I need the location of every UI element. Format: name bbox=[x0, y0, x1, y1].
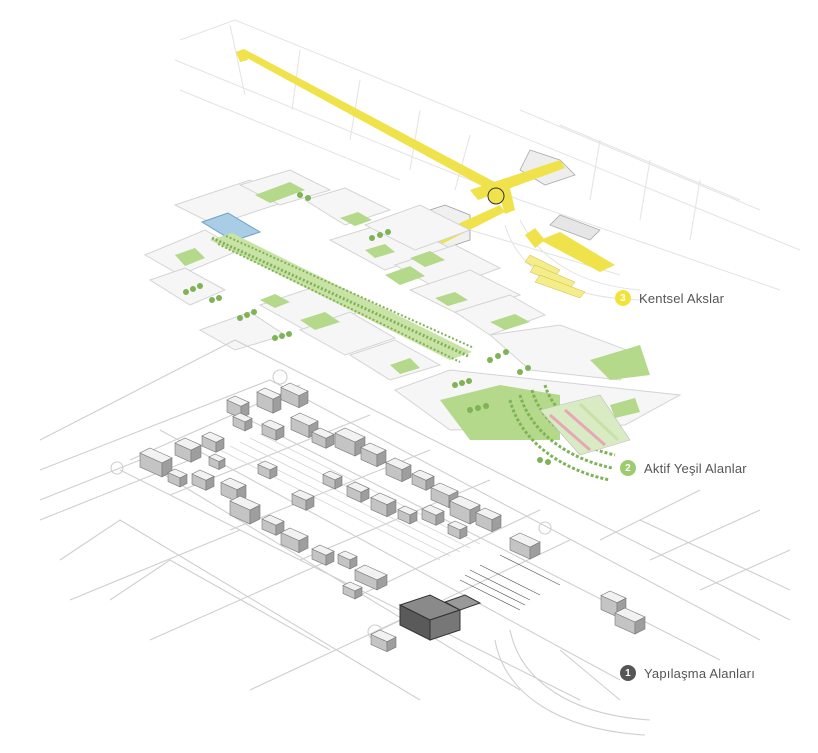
building-block bbox=[600, 590, 627, 604]
building-block bbox=[370, 629, 397, 643]
green-rows bbox=[539, 394, 631, 456]
building-block bbox=[201, 431, 225, 443]
building-block bbox=[449, 495, 481, 511]
building-block bbox=[614, 607, 646, 623]
building-block bbox=[256, 387, 282, 400]
axes-street-grid bbox=[174, 19, 801, 301]
building-block bbox=[370, 492, 397, 506]
legend-label-green-areas: Aktif Yeşil Alanlar bbox=[644, 460, 747, 476]
layer-green-areas bbox=[143, 169, 682, 482]
building-block bbox=[220, 477, 247, 491]
building-block bbox=[174, 437, 202, 451]
legend-urban-axes: 3 Kentsel Akslar bbox=[615, 290, 724, 306]
building-block bbox=[334, 427, 366, 443]
building-block bbox=[139, 447, 173, 464]
building-block bbox=[475, 507, 502, 521]
legend-building-areas: 1 Yapılaşma Alanları bbox=[620, 665, 755, 681]
building-block bbox=[322, 470, 343, 481]
legend-green-areas: 2 Aktif Yeşil Alanlar bbox=[620, 460, 747, 476]
building-block bbox=[232, 412, 253, 423]
water-basin bbox=[200, 212, 262, 242]
building-block bbox=[291, 489, 315, 501]
building-block bbox=[257, 460, 278, 471]
legend-number-3: 3 bbox=[615, 290, 631, 306]
building-block bbox=[290, 412, 319, 426]
building-block bbox=[229, 495, 261, 511]
legend-number-1: 1 bbox=[620, 665, 636, 681]
layer-building-areas bbox=[39, 339, 791, 736]
building-block bbox=[397, 505, 418, 516]
building-block bbox=[226, 395, 250, 407]
building-block bbox=[280, 527, 309, 541]
building-block bbox=[208, 453, 226, 462]
linear-park bbox=[210, 233, 475, 363]
green-patches bbox=[175, 182, 650, 440]
building-block bbox=[385, 457, 412, 471]
axes-parking-strips bbox=[524, 254, 586, 299]
legend-label-building-areas: Yapılaşma Alanları bbox=[644, 665, 756, 681]
trees bbox=[183, 192, 551, 465]
building-block bbox=[430, 482, 459, 496]
building-block bbox=[280, 382, 309, 396]
station-platforms bbox=[459, 554, 561, 611]
legend-label-urban-axes: Kentsel Akslar bbox=[639, 290, 725, 306]
landmark-building bbox=[398, 594, 482, 641]
building-block bbox=[346, 481, 370, 493]
building-blocks bbox=[139, 382, 646, 653]
building-block bbox=[261, 419, 285, 431]
building-block bbox=[337, 550, 358, 561]
green-layer-blocks bbox=[143, 169, 682, 431]
building-block bbox=[191, 469, 215, 481]
building-block bbox=[411, 469, 435, 481]
building-block bbox=[261, 514, 285, 526]
building-block bbox=[354, 564, 388, 581]
building-block bbox=[509, 532, 541, 548]
building-block bbox=[311, 544, 335, 556]
building-block bbox=[342, 581, 363, 592]
building-block bbox=[447, 520, 468, 531]
legend-number-2: 2 bbox=[620, 460, 636, 476]
building-block bbox=[360, 442, 387, 456]
building-block bbox=[311, 427, 335, 439]
building-block bbox=[421, 504, 445, 516]
building-block bbox=[167, 468, 188, 479]
